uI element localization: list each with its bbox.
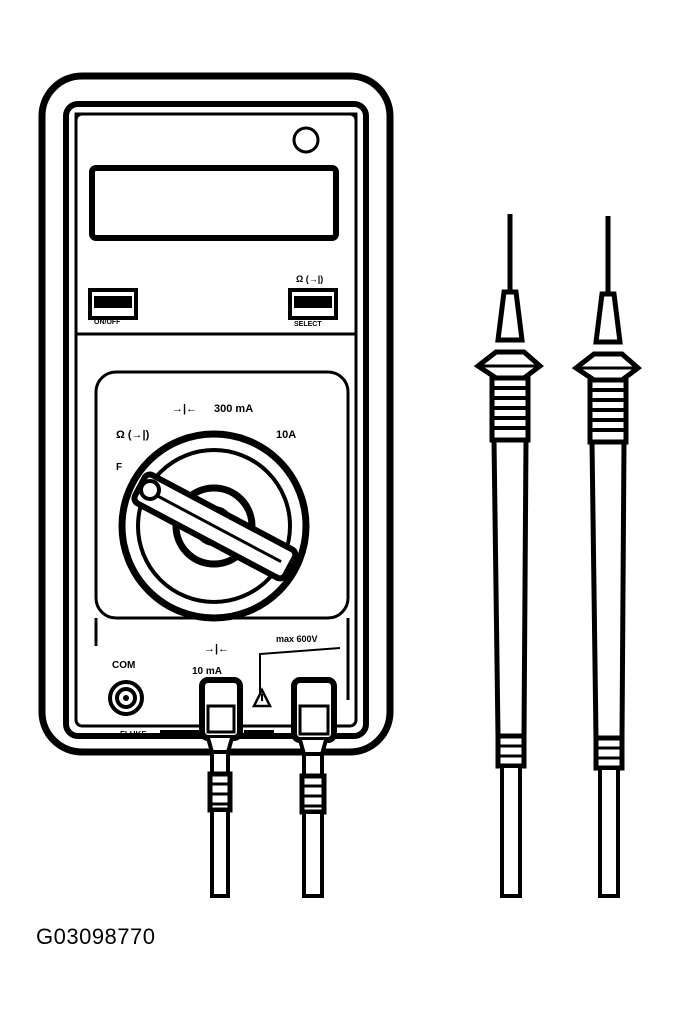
multimeter: ON/OFF Ω (→|) SELECT →|← 300 mA Ω (→|) 1…: [38, 72, 394, 756]
jack-label-diode: →|←: [204, 643, 229, 655]
jack-label-com: COM: [112, 660, 135, 671]
test-probe-left[interactable]: [473, 214, 544, 898]
right-push-button[interactable]: Ω (→|) SELECT: [288, 274, 338, 328]
dial-label-ohm: Ω (→|): [116, 429, 150, 441]
lcd-display: [89, 165, 339, 241]
dial-label-diode: →|←: [172, 403, 197, 415]
dial-label-10a: 10A: [276, 429, 296, 441]
indicator-light-icon: [292, 126, 320, 154]
dial-label-farad: F: [116, 462, 122, 473]
jack-label-10ma: 10 mA: [192, 666, 222, 677]
test-probe-right[interactable]: [571, 216, 642, 898]
com-input-jack[interactable]: [108, 680, 144, 716]
plugged-lead-left[interactable]: [199, 677, 243, 898]
jack-label-max-voltage: max 600V: [276, 634, 318, 644]
right-button-top-label: Ω (→|): [296, 274, 323, 284]
figure-code: G03098770: [36, 924, 156, 949]
rotary-selector-dial[interactable]: [118, 430, 310, 622]
dial-label-300ma: 300 mA: [214, 403, 253, 415]
dial-pointer-tip-icon: [139, 479, 161, 501]
left-button-label: ON/OFF: [94, 319, 121, 326]
right-button-bottom-label: SELECT: [294, 321, 322, 328]
left-push-button[interactable]: ON/OFF: [88, 288, 138, 326]
brand-label: FLUKE: [120, 730, 147, 739]
upper-panel: [74, 112, 358, 336]
warning-triangle-icon: [251, 687, 273, 708]
plugged-lead-right[interactable]: [291, 677, 337, 898]
meter-inner-case: [63, 101, 369, 739]
